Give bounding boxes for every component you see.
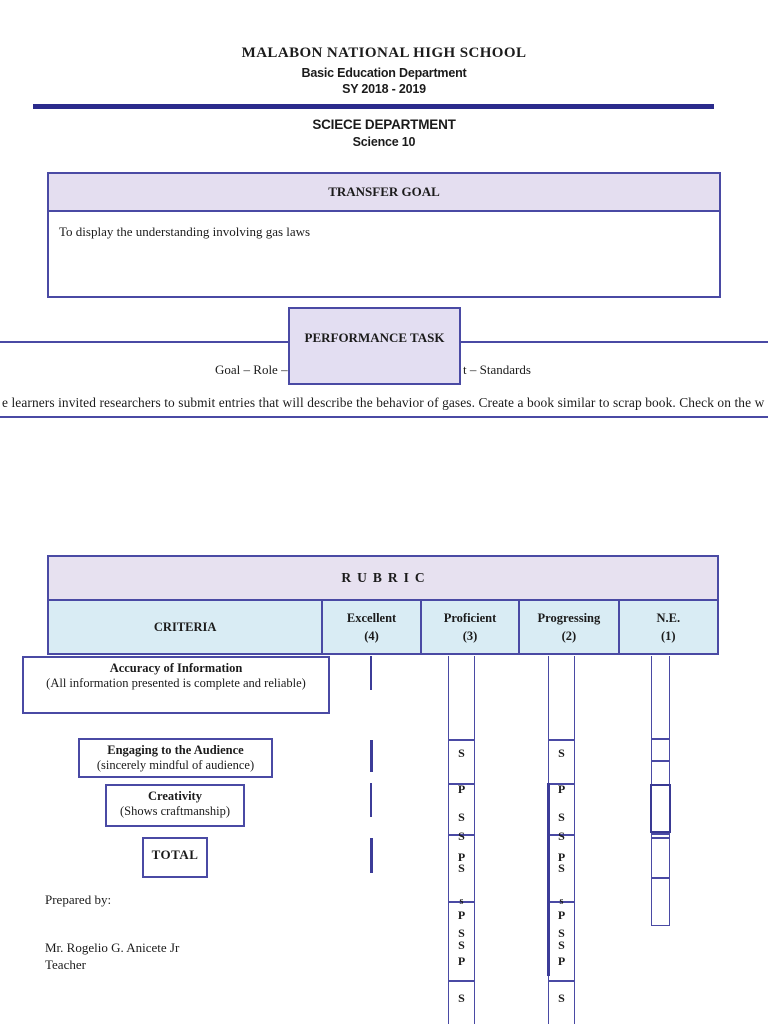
- grasps-text-right: t – Standards: [463, 362, 531, 377]
- level-points: (4): [364, 629, 379, 643]
- header-divider-rule: [33, 104, 714, 109]
- rubric-col-criteria: CRITERIA: [49, 601, 324, 653]
- performance-task-rule-bottom: [0, 416, 768, 418]
- level-label: Excellent: [346, 610, 397, 625]
- preparer-name: Mr. Rogelio G. Anicete Jr: [45, 940, 180, 955]
- column-divider: [652, 877, 669, 879]
- column-divider: [549, 783, 574, 785]
- rubric-table: RUBRIC CRITERIA Excellent (4) Proficient…: [47, 555, 719, 655]
- performance-task-box: PERFORMANCE TASK: [288, 307, 461, 385]
- score-letter: P: [557, 850, 566, 864]
- column-divider: [449, 783, 474, 785]
- criteria-box-accuracy: Accuracy of Information (All information…: [22, 656, 330, 714]
- criteria-title: Accuracy of Information: [109, 661, 243, 675]
- department-line: Basic Education Department: [301, 66, 467, 80]
- excellent-column-dash: [370, 740, 373, 772]
- column-divider: [549, 739, 574, 741]
- score-letter: S: [558, 810, 565, 824]
- column-divider: [549, 980, 574, 982]
- transfer-goal-header: TRANSFER GOAL: [49, 174, 719, 212]
- column-divider: [652, 738, 669, 740]
- transfer-goal-body: To display the understanding involving g…: [59, 224, 311, 239]
- column-divider: [652, 837, 669, 839]
- score-letter: S: [558, 926, 565, 940]
- column-thick-border: [547, 783, 550, 976]
- score-letter: S: [458, 991, 465, 1005]
- score-letter: P: [557, 908, 566, 922]
- column-divider: [449, 901, 474, 903]
- criteria-box-engaging: Engaging to the Audience (sincerely mind…: [78, 738, 273, 778]
- prepared-by-label: Prepared by:: [45, 892, 112, 907]
- criteria-subtitle: (Shows craftmanship): [119, 803, 231, 818]
- school-name: MALABON NATIONAL HIGH SCHOOL: [241, 45, 527, 61]
- transfer-goal-table: TRANSFER GOAL To display the understandi…: [47, 172, 721, 298]
- criteria-subtitle: (sincerely mindful of audience): [96, 757, 255, 772]
- score-letter: S: [458, 746, 465, 760]
- score-letter: P: [557, 954, 566, 968]
- rubric-header-row: CRITERIA Excellent (4) Proficient (3) Pr…: [49, 601, 717, 653]
- level-label: Proficient: [443, 610, 497, 625]
- column-divider: [549, 901, 574, 903]
- score-letter: S: [558, 861, 565, 875]
- rubric-col-excellent: Excellent (4): [323, 601, 422, 653]
- column-divider: [652, 760, 669, 762]
- column-divider: [449, 739, 474, 741]
- criteria-subtitle: (All information presented is complete a…: [46, 675, 306, 690]
- subject-title: Science 10: [352, 135, 416, 149]
- level-points: (1): [661, 629, 676, 643]
- score-letter: P: [457, 908, 466, 922]
- grasps-text-left: Goal – Role –: [215, 362, 288, 377]
- score-letter: S: [558, 991, 565, 1005]
- column-divider: [652, 833, 669, 835]
- score-letter: P: [457, 954, 466, 968]
- level-points: (3): [462, 629, 478, 643]
- section-department: SCIECE DEPARTMENT: [312, 117, 456, 132]
- rubric-title: RUBRIC: [49, 557, 717, 601]
- rubric-col-ne: N.E. (1): [620, 601, 717, 653]
- rubric-col-progressing: Progressing (2): [520, 601, 620, 653]
- excellent-column-dash: [370, 783, 372, 817]
- column-bottom-border: [652, 924, 669, 926]
- performance-task-title: PERFORMANCE TASK: [304, 330, 445, 345]
- score-letter: s: [559, 896, 564, 907]
- performance-task-description: e learners invited researchers to submit…: [2, 395, 765, 410]
- score-letter: S: [558, 746, 565, 760]
- score-letter: S: [458, 829, 465, 843]
- column-divider: [549, 834, 574, 836]
- column-divider: [449, 980, 474, 982]
- criteria-box-creativity: Creativity (Shows craftmanship): [105, 784, 245, 827]
- score-letter: P: [457, 782, 466, 796]
- criteria-title: Engaging to the Audience: [107, 743, 244, 757]
- criteria-title: TOTAL: [151, 847, 199, 862]
- score-letter: S: [458, 926, 465, 940]
- score-letter: S: [558, 938, 565, 952]
- score-letter: P: [457, 850, 466, 864]
- level-label: N.E.: [656, 610, 681, 625]
- excellent-column-dash: [370, 656, 372, 690]
- rubric-col-proficient: Proficient (3): [422, 601, 521, 653]
- preparer-role: Teacher: [45, 957, 86, 972]
- column-divider: [449, 834, 474, 836]
- score-letter: P: [557, 782, 566, 796]
- score-letter: S: [458, 810, 465, 824]
- score-letter: S: [558, 829, 565, 843]
- criteria-box-total: TOTAL: [142, 837, 208, 878]
- score-letter: S: [458, 938, 465, 952]
- level-points: (2): [561, 629, 577, 643]
- ne-bold-cell: [650, 784, 671, 833]
- score-letter: S: [458, 861, 465, 875]
- excellent-column-dash: [370, 838, 373, 873]
- score-letter: s: [459, 896, 464, 907]
- level-label: Progressing: [537, 610, 601, 625]
- criteria-title: Creativity: [148, 789, 202, 803]
- school-year: SY 2018 - 2019: [342, 82, 426, 96]
